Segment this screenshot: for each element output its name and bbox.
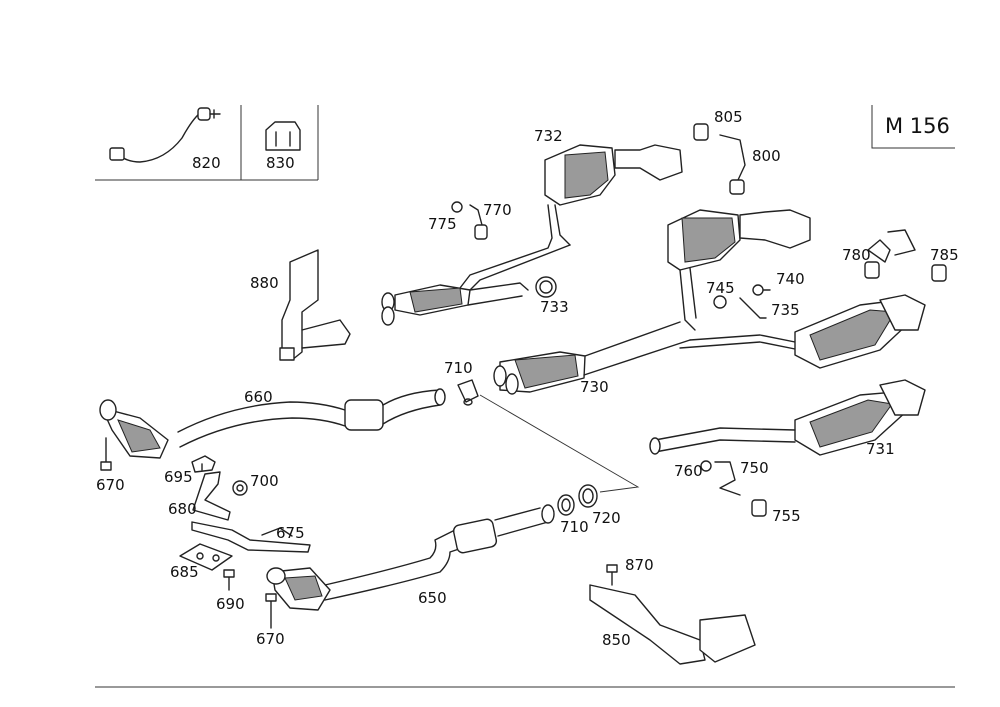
label-850: 850 [602, 631, 631, 649]
label-670: 670 [96, 476, 125, 494]
model-badge: M 156 [871, 105, 955, 149]
model-badge-text: M 156 [885, 114, 950, 138]
label-650: 650 [418, 589, 447, 607]
muffler-732-part [459, 144, 683, 296]
label-775: 775 [428, 215, 457, 233]
label-732: 732 [534, 127, 563, 145]
label-805: 805 [714, 108, 743, 126]
label-880: 880 [250, 274, 279, 292]
clamp-710b-part [557, 494, 575, 516]
label-675: 675 [276, 524, 305, 542]
bracket-850-part [589, 564, 756, 665]
oxygen-sensor-part [109, 107, 221, 163]
inset-frame [95, 105, 319, 181]
clamp-710-part [457, 379, 479, 406]
clip-part [265, 121, 301, 151]
front-pipe-650-part [266, 504, 555, 611]
label-760: 760 [674, 462, 703, 480]
bolt-670b-part [265, 593, 277, 629]
label-740: 740 [776, 270, 805, 288]
label-680: 680 [168, 500, 197, 518]
bolt-670-part [100, 437, 112, 471]
hanger-750-part [700, 460, 767, 517]
label-670b: 670 [256, 630, 285, 648]
label-710: 710 [444, 359, 473, 377]
label-660: 660 [244, 388, 273, 406]
hanger-780-part [864, 229, 947, 282]
label-700: 700 [250, 472, 279, 490]
front-pipe-660-part [99, 388, 446, 459]
callout-labels: 820 830 732 805 800 770 775 880 780 785 … [96, 108, 959, 649]
label-695: 695 [164, 468, 193, 486]
hanger-740-part [713, 284, 771, 319]
label-750: 750 [740, 459, 769, 477]
label-870: 870 [625, 556, 654, 574]
label-735: 735 [771, 301, 800, 319]
label-755: 755 [772, 507, 801, 525]
label-690: 690 [216, 595, 245, 613]
label-733: 733 [540, 298, 569, 316]
label-730: 730 [580, 378, 609, 396]
label-800: 800 [752, 147, 781, 165]
bracket-880-part [279, 249, 351, 361]
label-785: 785 [930, 246, 959, 264]
rear-pipe-733-part [381, 276, 557, 326]
label-710b: 710 [560, 518, 589, 536]
hanger-770-part [451, 201, 488, 240]
muffler-730-part [493, 209, 811, 395]
label-830: 830 [266, 154, 295, 172]
label-685: 685 [170, 563, 199, 581]
leader-lines [479, 394, 640, 493]
label-780: 780 [842, 246, 871, 264]
hanger-800-part [693, 123, 746, 195]
label-720: 720 [592, 509, 621, 527]
label-745: 745 [706, 279, 735, 297]
bracket-set-part [179, 455, 311, 591]
label-820: 820 [192, 154, 221, 172]
clamp-720-part [578, 484, 598, 508]
label-731: 731 [866, 440, 895, 458]
label-770: 770 [483, 201, 512, 219]
muffler-731-part [649, 294, 926, 456]
